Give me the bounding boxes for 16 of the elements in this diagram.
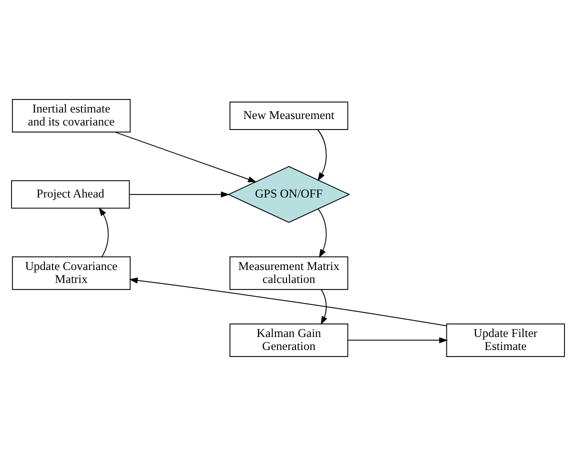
- node-diamond: GPS ON/OFF: [228, 166, 350, 222]
- node-box: Update Covariance Matrix: [12, 256, 131, 290]
- arrow: [320, 288, 328, 324]
- arrow: [318, 208, 327, 258]
- node-box: Project Ahead: [11, 180, 130, 208]
- arrow: [98, 206, 109, 257]
- arrow: [129, 190, 230, 197]
- node-box: New Measurement: [230, 101, 348, 130]
- arrow: [129, 276, 447, 326]
- arrow: [348, 336, 448, 343]
- arrow: [114, 131, 257, 182]
- arrow: [317, 128, 327, 181]
- node-box: Update Filter Estimate: [446, 322, 565, 356]
- node-box: Inertial estimate and its covariance: [12, 98, 131, 132]
- node-box: Measurement Matrix calculation: [230, 256, 348, 290]
- node-box: Kalman Gain Generation: [230, 322, 348, 356]
